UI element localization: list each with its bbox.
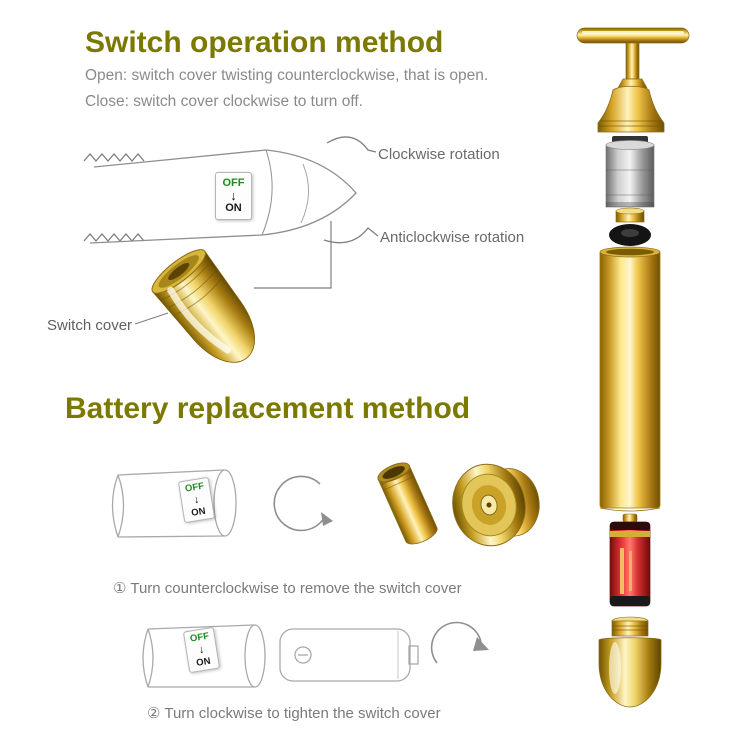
exploded-view	[576, 27, 690, 708]
step2-device-cylinder	[142, 624, 266, 688]
break-zigzag-top	[83, 153, 145, 162]
step1-open-tube	[377, 462, 438, 545]
anticlockwise-arrow-line	[323, 227, 379, 244]
step1-instruction-text: ① Turn counterclockwise to remove the sw…	[113, 580, 462, 597]
on-label: ON	[225, 202, 242, 214]
anticlockwise-rotation-label: Anticlockwise rotation	[380, 229, 525, 246]
cover-open-hole	[168, 262, 190, 281]
on-label: ON	[195, 655, 212, 669]
down-arrow-icon: ↓	[230, 188, 237, 203]
head-cap	[597, 85, 665, 133]
switch-cover-label: Switch cover	[47, 317, 133, 334]
switch-section-title: Switch operation method	[85, 26, 444, 59]
off-label: OFF	[184, 480, 205, 495]
gold-washer	[615, 207, 645, 223]
body-tube	[599, 246, 661, 512]
clockwise-rotate-icon	[430, 621, 489, 664]
battery	[609, 513, 651, 607]
open-instruction-text: Open: switch cover twisting counterclock…	[85, 67, 489, 84]
step2-diagram	[142, 621, 489, 688]
cover-callout-line	[254, 221, 332, 289]
step1-diagram	[111, 462, 540, 547]
break-zigzag-bottom	[83, 233, 145, 242]
battery-section-title: Battery replacement method	[65, 392, 471, 425]
counterclockwise-rotate-icon	[273, 475, 333, 532]
down-arrow-icon: ↓	[197, 643, 206, 657]
pen-cone-ridge	[300, 163, 309, 224]
on-label: ON	[190, 505, 207, 519]
clockwise-rotation-label: Clockwise rotation	[378, 146, 500, 163]
switch-cover-callout-line	[134, 312, 169, 325]
battery-outline-icon	[279, 628, 419, 682]
clockwise-arrow-line	[326, 136, 377, 153]
off-label: OFF	[189, 630, 210, 645]
motor-cylinder	[605, 136, 655, 208]
step1-removed-cover	[452, 463, 540, 547]
step1-device-cylinder	[111, 469, 237, 538]
switch-badge-step2: OFF ↓ ON	[182, 626, 221, 674]
step2-instruction-text: ② Turn clockwise to tighten the switch c…	[147, 705, 441, 722]
bottom-switch-cover	[598, 616, 662, 708]
switch-cover-illustration	[151, 249, 255, 363]
switch-badge-step1: OFF ↓ ON	[177, 476, 216, 524]
switch-badge-pen: OFF ↓ ON	[215, 172, 252, 220]
cover-threads	[161, 261, 222, 315]
down-arrow-icon: ↓	[192, 493, 201, 507]
off-label: OFF	[222, 177, 245, 189]
spacer-ring	[609, 224, 651, 246]
t-bar-head	[576, 27, 690, 89]
pen-section-line	[261, 149, 273, 236]
cover-shine	[167, 286, 232, 354]
close-instruction-text: Close: switch cover clockwise to turn of…	[85, 93, 363, 110]
device-switch-diagram	[83, 136, 379, 325]
pen-outline	[89, 149, 357, 244]
